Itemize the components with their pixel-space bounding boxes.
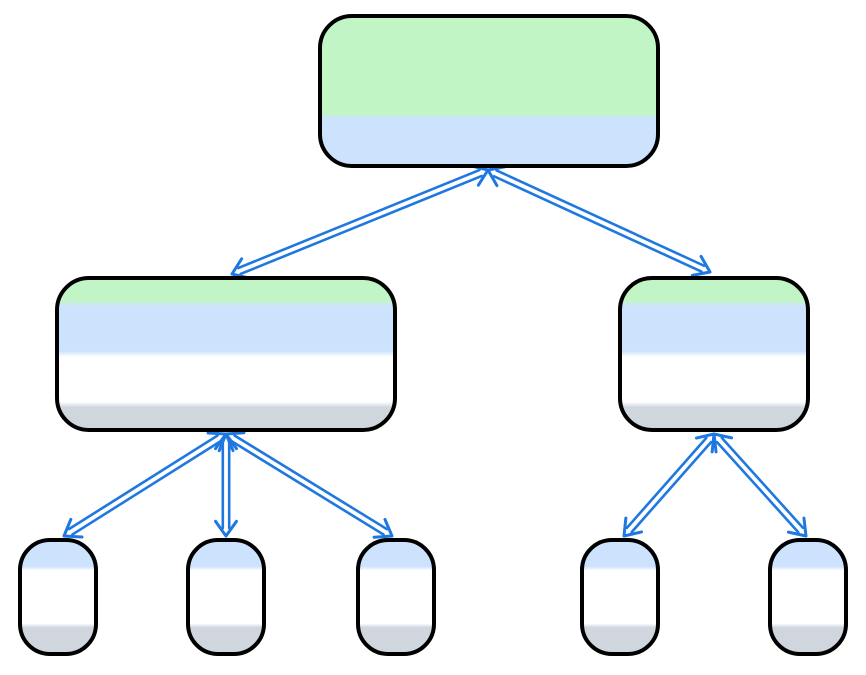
edge-mid-right-to-leaf-4 xyxy=(622,432,716,538)
edge-root-to-mid-right xyxy=(486,165,712,277)
node-leaf-3 xyxy=(356,538,436,656)
node-leaf-1 xyxy=(18,538,98,656)
edge-mid-right-to-leaf-5 xyxy=(712,432,808,538)
node-mid-right xyxy=(618,276,810,432)
node-leaf-2 xyxy=(186,538,266,656)
edge-mid-left-to-leaf-1 xyxy=(62,431,228,539)
node-layer xyxy=(18,14,848,656)
node-mid-left xyxy=(55,276,397,432)
node-leaf-5 xyxy=(768,538,848,656)
node-root xyxy=(318,14,660,168)
node-leaf-4 xyxy=(580,538,660,656)
edge-mid-left-to-leaf-3 xyxy=(224,431,394,539)
edge-root-to-mid-left xyxy=(230,164,490,280)
edge-layer xyxy=(62,164,808,539)
